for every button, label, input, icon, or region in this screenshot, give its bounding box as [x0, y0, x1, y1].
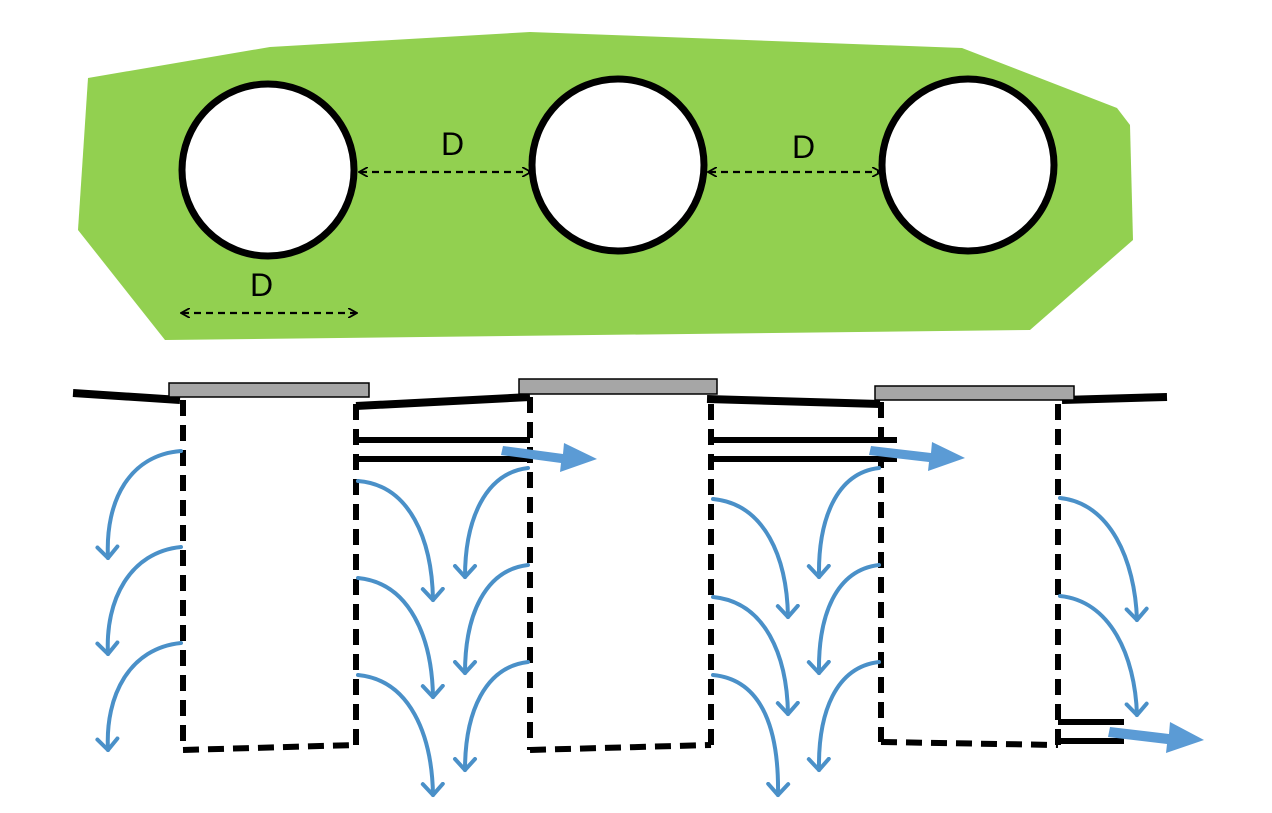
ground-surface	[72, 389, 1168, 410]
overflow-arrow-icon	[501, 443, 597, 472]
curved-arrow-icon	[711, 595, 800, 716]
pit-2	[527, 397, 714, 753]
curved-arrow-icon	[806, 466, 881, 579]
curved-arrow-icon	[711, 673, 791, 797]
diameter-label: D	[250, 267, 273, 303]
pipe-1-2	[356, 437, 530, 462]
well-1	[178, 80, 358, 260]
curved-arrow-icon	[806, 563, 881, 675]
curved-arrow-icon	[453, 563, 530, 675]
curved-arrow-icon	[806, 660, 881, 772]
pit-cap-2	[518, 378, 718, 395]
pit-cap-3	[874, 385, 1075, 401]
curved-arrow-icon	[95, 545, 183, 656]
curved-arrow-icon	[95, 641, 183, 752]
pit-cap-1	[168, 382, 370, 398]
section-view	[72, 378, 1204, 797]
pipe-2-3	[711, 437, 897, 462]
curved-arrow-icon	[95, 449, 183, 560]
spacing-label-1: D	[441, 126, 464, 162]
curved-arrow-icon	[453, 466, 530, 579]
overflow-arrows	[501, 442, 1204, 753]
well-2	[528, 75, 708, 255]
curved-arrow-icon	[453, 660, 530, 772]
spacing-label-2: D	[792, 129, 815, 165]
plan-view: D D D	[78, 32, 1133, 340]
curved-arrow-icon	[356, 576, 445, 699]
overflow-arrow-icon	[869, 442, 965, 471]
pit-1	[180, 400, 359, 753]
curved-arrow-icon	[356, 673, 445, 797]
well-3	[878, 75, 1058, 255]
curved-arrow-icon	[711, 497, 800, 619]
curved-arrow-icon	[356, 479, 445, 602]
overflow-arrow-icon	[1108, 722, 1204, 753]
curved-arrow-icon	[1058, 594, 1149, 717]
infiltration-arrows	[95, 449, 1149, 797]
outlet-pipe	[1058, 719, 1124, 744]
curved-arrow-icon	[1058, 496, 1149, 622]
